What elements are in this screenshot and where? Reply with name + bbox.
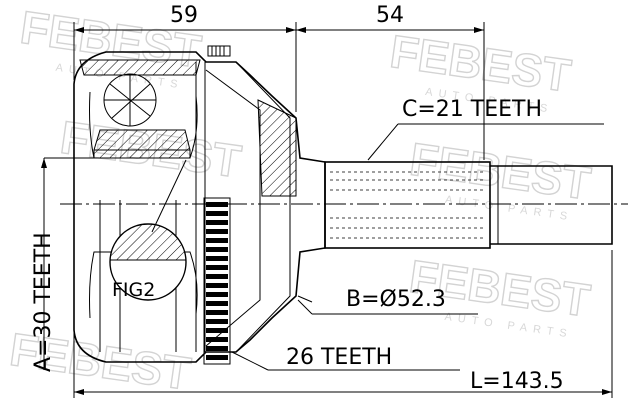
abs-tooth: [206, 220, 228, 225]
abs-tooth: [206, 283, 228, 288]
callout-diameter: B=Ø52.3: [346, 287, 446, 312]
abs-tooth: [206, 229, 228, 234]
abs-tooth: [206, 310, 228, 315]
abs-tooth: [206, 355, 228, 360]
abs-ring: [203, 197, 231, 365]
fig2-label: FIG2: [112, 279, 155, 301]
abs-tooth: [206, 328, 228, 333]
abs-tooth: [206, 346, 228, 351]
callout-abs-teeth: 26 TEETH: [286, 345, 392, 370]
abs-tooth: [206, 211, 228, 216]
callout-inner-teeth: A=30 TEETH: [31, 232, 56, 372]
dimension-lines: [41, 22, 613, 398]
housing: [73, 45, 326, 363]
abs-tooth: [206, 319, 228, 324]
dimension-housing-length: 59: [170, 3, 198, 28]
abs-tooth: [206, 238, 228, 243]
abs-tooth: [206, 274, 228, 279]
abs-tooth: [206, 337, 228, 342]
fig2-leader: [151, 159, 187, 233]
fig2-inset: FIG2: [109, 223, 187, 301]
abs-tooth: [206, 301, 228, 306]
abs-tooth: [206, 247, 228, 252]
dimension-shaft-length: 54: [376, 3, 404, 28]
abs-tooth: [206, 265, 228, 270]
callout-leaders: [231, 123, 604, 371]
watermark-brand: FEBEST: [407, 133, 594, 210]
abs-tooth: [206, 292, 228, 297]
shaft: [324, 161, 613, 249]
abs-tooth: [206, 256, 228, 261]
watermark-brand: FEBEST: [387, 25, 574, 102]
dimension-total-length: L=143.5: [470, 369, 564, 394]
callout-shaft-teeth: C=21 TEETH: [402, 97, 542, 122]
abs-tooth: [206, 202, 228, 207]
